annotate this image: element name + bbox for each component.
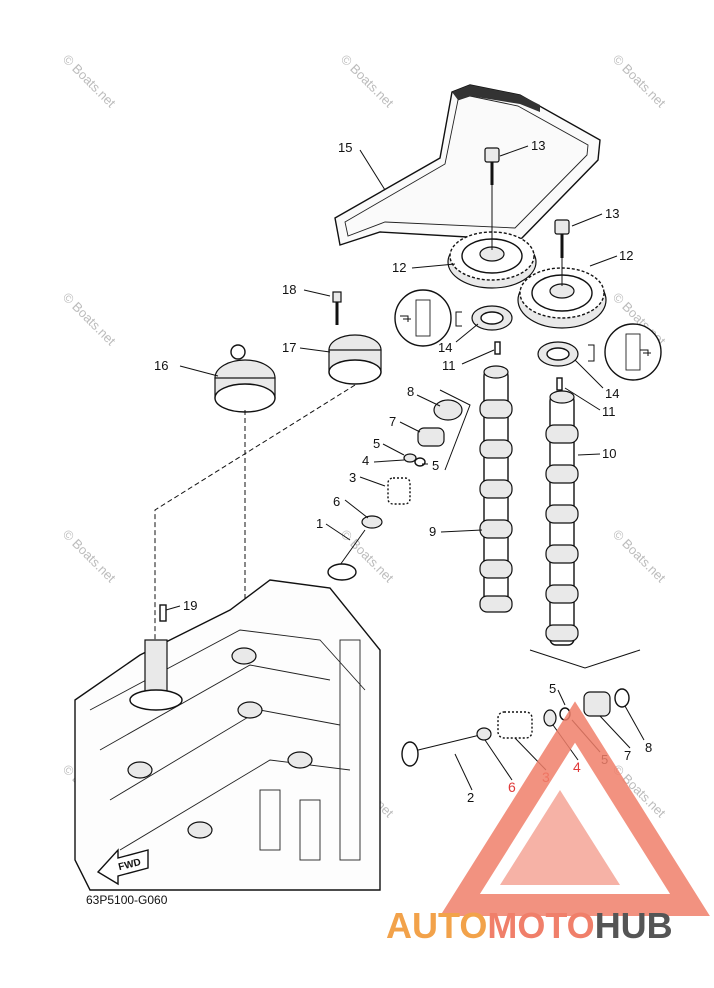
- watermark: © Boats.net: [60, 527, 119, 586]
- idler-pulley: [154, 291, 382, 640]
- watermark: © Boats.net: [610, 527, 669, 586]
- fwd-arrow: FWD: [96, 848, 149, 886]
- timing-belt: [334, 84, 601, 246]
- bolt: [484, 147, 500, 185]
- callout-label: 17: [282, 340, 296, 355]
- seal-detail-right: [588, 323, 662, 381]
- brand-logo: AUTOMOTOHUB: [386, 701, 710, 946]
- dowel-pin: [494, 341, 501, 355]
- callout-label: 15: [338, 140, 352, 155]
- callout-label: 13: [605, 206, 619, 221]
- callout-label: 5: [549, 681, 556, 696]
- cam-sprocket-left: [447, 170, 537, 289]
- callout-label: 19: [183, 598, 197, 613]
- camshaft-intake: [479, 365, 513, 613]
- valve-train-upper: [327, 399, 463, 581]
- seal-detail-left: [394, 289, 462, 347]
- cylinder-head: [74, 579, 381, 891]
- valve-train-lower: [401, 688, 630, 767]
- callout-label: 11: [602, 404, 616, 419]
- fwd-label: FWD: [117, 857, 142, 873]
- stud-pin: [159, 604, 167, 622]
- oil-seal: [471, 305, 513, 331]
- callout-label: 4: [573, 759, 581, 775]
- bolt: [554, 219, 570, 258]
- watermark: © Boats.net: [60, 52, 119, 111]
- watermark: © Boats.net: [610, 52, 669, 111]
- callout-label: 13: [531, 138, 545, 153]
- watermark: © Boats.net: [338, 52, 397, 111]
- callout-label: 9: [429, 524, 436, 539]
- callout-label: 7: [624, 748, 631, 763]
- dowel-pin: [556, 377, 563, 391]
- callout-label: 7: [389, 414, 396, 429]
- callout-label: 1: [316, 516, 323, 531]
- watermark: © Boats.net: [60, 290, 119, 349]
- callout-label: 16: [154, 358, 168, 373]
- callout-label: 6: [508, 779, 516, 795]
- callout-label: 4: [362, 453, 369, 468]
- diagram-code: 63P5100-G060: [86, 893, 168, 907]
- belt-tensioner: [214, 344, 276, 640]
- callout-label: 11: [442, 358, 456, 373]
- callout-label: 5: [373, 436, 380, 451]
- callout-label: 18: [282, 282, 296, 297]
- cam-sprocket-right: [517, 240, 607, 329]
- callout-label: 6: [333, 494, 340, 509]
- callout-label: 5: [432, 458, 439, 473]
- callout-label: 8: [407, 384, 414, 399]
- callout-label: 12: [392, 260, 406, 275]
- callout-label: 10: [602, 446, 616, 461]
- callout-label: 14: [605, 386, 619, 401]
- callout-label: 2: [467, 790, 474, 805]
- callout-label: 8: [645, 740, 652, 755]
- oil-seal: [537, 341, 579, 367]
- camshaft-exhaust: [545, 390, 579, 646]
- brand-text: AUTOMOTOHUB: [386, 905, 673, 946]
- callout-label: 14: [438, 340, 452, 355]
- callout-label: 12: [619, 248, 633, 263]
- callout-label: 3: [349, 470, 356, 485]
- leader-lines: [165, 145, 645, 791]
